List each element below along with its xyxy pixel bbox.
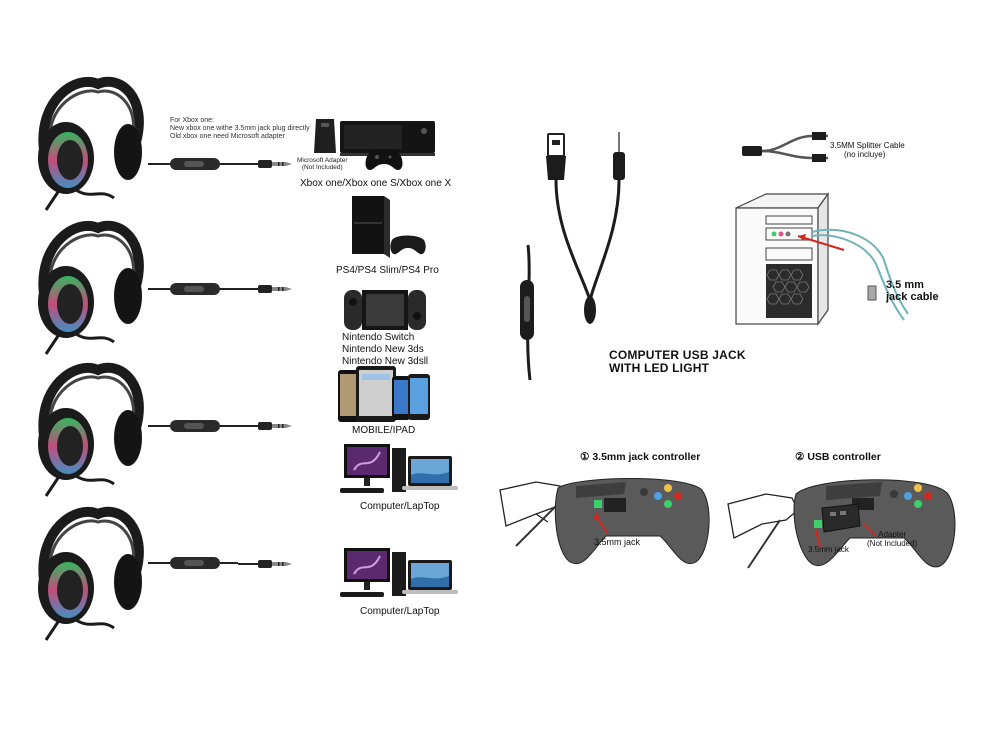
jack-cable-label-line2: jack cable bbox=[886, 291, 939, 303]
splitter-label-line2: (no incluye) bbox=[844, 150, 886, 159]
inline-control-1 bbox=[147, 157, 239, 171]
switch-label-line1: Nintendo Switch bbox=[342, 332, 415, 343]
jack-cable-label-line1: 3.5 mm bbox=[886, 279, 924, 291]
jack-plug-3 bbox=[237, 421, 293, 431]
splitter-label: 3.5MM Splitter Cable (no incluye) bbox=[830, 141, 905, 159]
mobile-ipad-icon bbox=[338, 366, 430, 422]
computer-laptop-icon-2 bbox=[340, 548, 458, 597]
headset-image-4 bbox=[36, 510, 146, 640]
computer-device-label-2: Computer/LapTop bbox=[360, 606, 440, 617]
adapter-note-line2: (Not Included) bbox=[301, 164, 343, 171]
jack-controller-diagram bbox=[499, 478, 710, 565]
headset-image-2 bbox=[36, 224, 146, 354]
jack-cable-label: 3.5 mm jack cable bbox=[886, 279, 939, 303]
inline-control-2 bbox=[147, 282, 239, 296]
inline-control-3 bbox=[147, 419, 239, 433]
usb-adapter-label: Adapter (Not Included) bbox=[867, 530, 917, 548]
usb-controller-jack-label: 3.5mm jack bbox=[808, 545, 849, 554]
adapter-note-line1: Microsoft Adapter bbox=[297, 157, 348, 164]
xbox-note: For Xbox one: New xbox one withe 3.5mm j… bbox=[170, 117, 310, 141]
xbox-device-label: Xbox one/Xbox one S/Xbox one X bbox=[300, 178, 452, 189]
usb-jack-label-line1: COMPUTER USB JACK bbox=[609, 348, 746, 362]
usb-adapter-label-line2: (Not Included) bbox=[867, 539, 918, 548]
xbox-controller-icon bbox=[365, 149, 403, 170]
switch-device-labels: Nintendo Switch Nintendo New 3ds Nintend… bbox=[342, 332, 428, 368]
jack-controller-jack-label: 3.5mm jack bbox=[594, 537, 641, 547]
usb-controller-title: ② USB controller bbox=[795, 451, 881, 463]
ps4-device-label: PS4/PS4 Slim/PS4 Pro bbox=[336, 265, 439, 276]
headset-image-1 bbox=[36, 80, 146, 210]
computer-laptop-icon-1 bbox=[340, 444, 458, 493]
jack-plug-1 bbox=[237, 159, 293, 169]
jack-controller-title: ① 3.5mm jack controller bbox=[580, 451, 701, 463]
splitter-label-line1: 3.5MM Splitter Cable bbox=[830, 141, 905, 150]
usb-adapter-label-line1: Adapter bbox=[878, 530, 907, 539]
inline-control-4 bbox=[147, 556, 239, 570]
microsoft-adapter-icon bbox=[314, 119, 336, 153]
switch-label-line2: Nintendo New 3ds bbox=[342, 344, 424, 355]
mobile-device-label: MOBILE/IPAD bbox=[352, 425, 416, 436]
usb-jack-label: COMPUTER USB JACK WITH LED LIGHT bbox=[609, 349, 746, 375]
switch-label-line3: Nintendo New 3dsll bbox=[342, 356, 429, 367]
xbox-note-line2: Old xbox one need Microsoft adapter bbox=[170, 133, 285, 140]
usb-controller-diagram bbox=[727, 479, 956, 569]
headset-image-3 bbox=[36, 366, 146, 496]
usb-split-cable-diagram bbox=[520, 132, 625, 381]
usb-jack-label-line2: WITH LED LIGHT bbox=[609, 361, 710, 375]
xbox-note-line1: New xbox one withe 3.5mm jack plug direc… bbox=[170, 125, 310, 132]
computer-device-label-1: Computer/LapTop bbox=[360, 501, 440, 512]
xbox-note-title: For Xbox one: bbox=[170, 117, 214, 124]
jack-plug-2 bbox=[237, 284, 293, 294]
switch-console-icon bbox=[344, 290, 426, 330]
adapter-note: Microsoft Adapter (Not Included) bbox=[297, 157, 348, 171]
ps4-console-icon bbox=[352, 196, 426, 258]
pc-tower-icon bbox=[735, 192, 909, 326]
jack-plug-4 bbox=[237, 559, 293, 569]
splitter-cable-icon bbox=[742, 132, 828, 162]
